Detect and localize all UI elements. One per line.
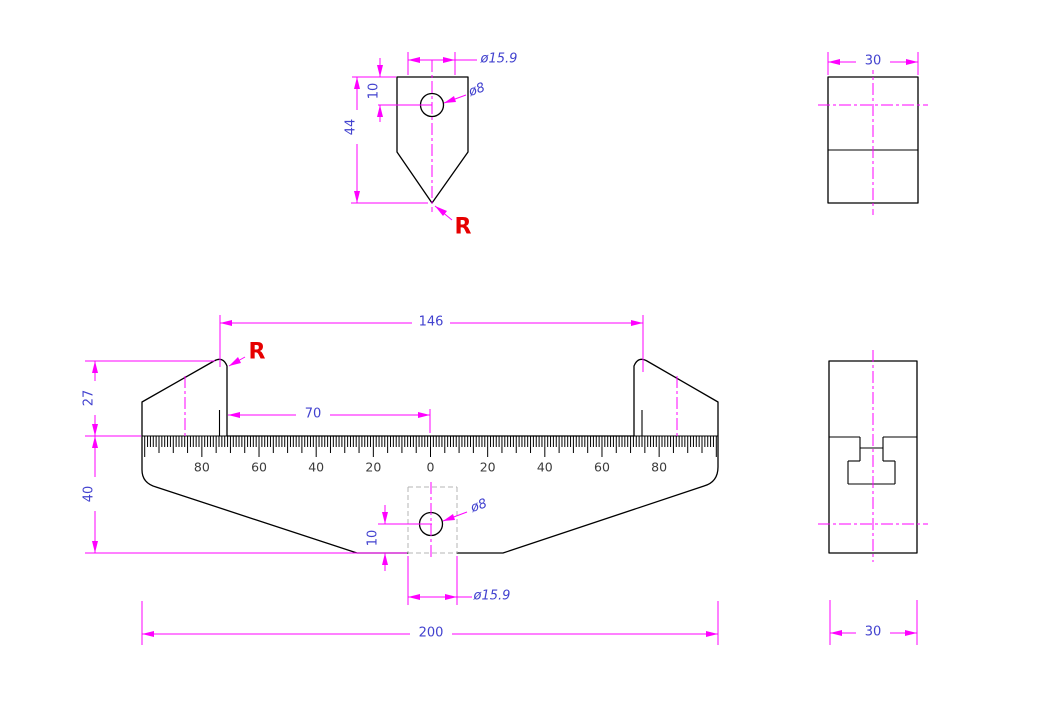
dim-tab-height: 27 (82, 390, 97, 407)
arrowhead (354, 191, 360, 203)
arrowhead (382, 553, 388, 565)
arrowhead (435, 206, 447, 216)
dim-total-length: 200 (419, 626, 444, 641)
ruler-number: 20 (365, 460, 381, 475)
arrowhead (377, 65, 383, 77)
arrowhead (905, 630, 917, 636)
body-side-view: 30 (818, 350, 928, 645)
dim-hole-dia: ø8 (466, 80, 487, 100)
arrowhead (445, 594, 457, 600)
arrowhead (444, 96, 456, 103)
arrowhead (220, 320, 232, 326)
arrowhead (228, 412, 240, 418)
ruler-number: 80 (651, 460, 667, 475)
ruler-number: 60 (251, 460, 267, 475)
part-outline (141, 358, 719, 554)
arrowhead (443, 514, 455, 521)
arrowhead (906, 59, 918, 65)
arrowhead (354, 77, 360, 89)
dim-pointer-offset: 70 (305, 407, 322, 422)
radius-label: R (249, 340, 266, 365)
dim-width: 30 (865, 54, 882, 69)
dim-dia-top: ø15.9 (480, 52, 518, 67)
dim-hole-dia: ø8 (468, 496, 489, 516)
text-background (81, 381, 97, 415)
ruler-number: 60 (594, 460, 610, 475)
ruler-number: 40 (537, 460, 553, 475)
text-background (296, 407, 330, 423)
text-background (412, 315, 450, 331)
dim-hole-offset: 10 (366, 530, 381, 547)
arrowhead (92, 436, 98, 448)
arrowhead (92, 361, 98, 373)
arrowhead (830, 630, 842, 636)
arrowhead (92, 541, 98, 553)
arrowhead (418, 412, 430, 418)
dim-width: 30 (865, 625, 882, 640)
ruler-number: 20 (480, 460, 496, 475)
dim-hole-offset: 10 (367, 83, 382, 100)
text-background (343, 110, 359, 144)
ruler-number: 0 (427, 460, 435, 475)
ruler-number: 80 (194, 460, 210, 475)
text-background (856, 54, 890, 70)
dim-boss-dia: ø15.9 (473, 589, 511, 604)
ruler-scale: 80 60 40 20 0 20 40 60 80 (144, 436, 717, 475)
arrowhead (229, 357, 241, 366)
arrowhead (443, 57, 455, 63)
arrowhead (631, 320, 643, 326)
pointer-front-view: ø15.9 ø8 10 44 R (343, 52, 517, 240)
arrowhead (142, 631, 154, 637)
radius-label: R (455, 215, 472, 240)
text-background (81, 477, 97, 511)
text-background (856, 625, 890, 641)
arrowhead (706, 631, 718, 637)
arrowhead (828, 59, 840, 65)
ruler-number: 40 (308, 460, 324, 475)
arrowhead (377, 105, 383, 117)
pointer-side-view: 30 (818, 52, 928, 215)
dim-body-height: 40 (82, 486, 97, 503)
text-background (410, 626, 452, 642)
arrowhead (382, 512, 388, 524)
arrowhead (92, 424, 98, 436)
dim-tab-span: 146 (419, 315, 444, 330)
arrowhead (408, 594, 420, 600)
dim-height: 44 (344, 119, 359, 136)
part-outline (396, 76, 469, 204)
arrowhead (408, 57, 420, 63)
